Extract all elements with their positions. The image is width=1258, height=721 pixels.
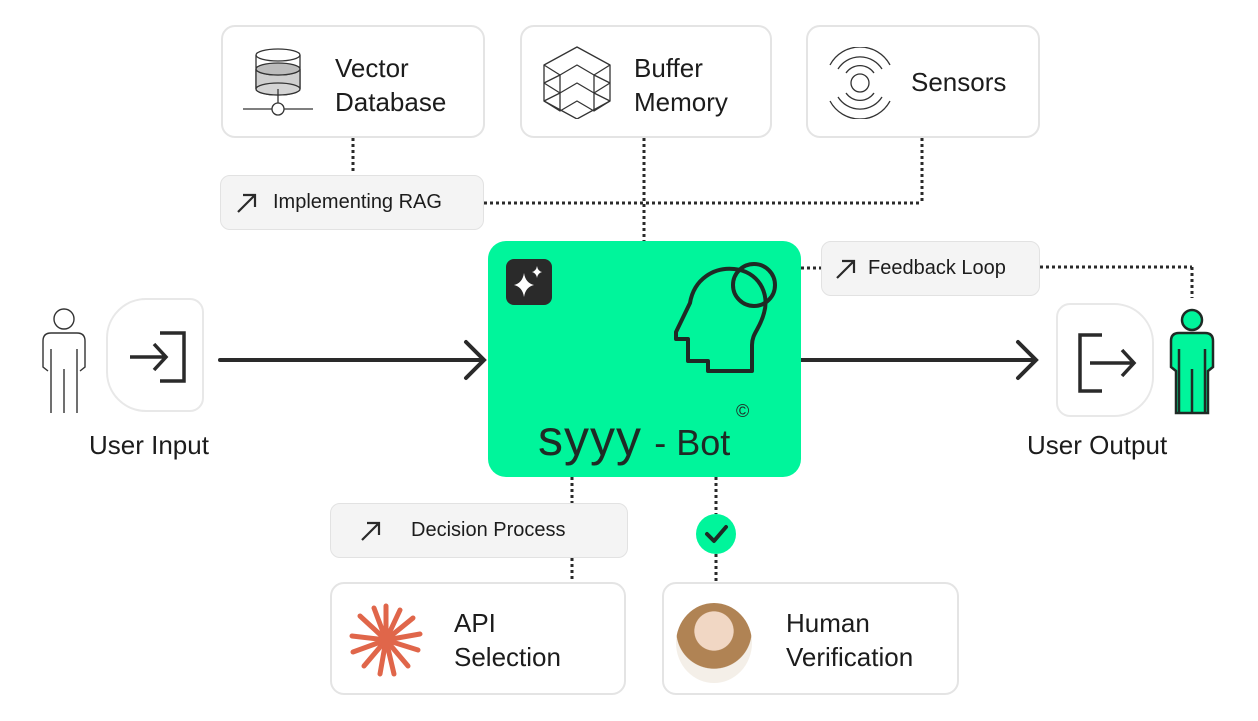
verified-badge xyxy=(696,514,736,554)
arrow-up-right-icon xyxy=(237,193,257,213)
human-verification-label: Human Verification xyxy=(786,608,914,672)
api-selection-label: API Selection xyxy=(454,608,561,672)
starburst-icon xyxy=(349,603,423,677)
vector-database-label: Vector Database xyxy=(335,53,447,117)
bot-title: syyy - Bot xyxy=(538,409,730,467)
decision-process-label: Decision Process xyxy=(411,519,566,541)
feedback-loop-label: Feedback Loop xyxy=(868,257,1006,279)
bot-brand: syyy xyxy=(538,410,642,466)
implementing-rag-label: Implementing RAG xyxy=(273,191,442,213)
arrow-up-right-icon xyxy=(361,521,381,541)
checkmark-icon xyxy=(705,525,728,543)
arrow-input-head xyxy=(464,340,487,380)
copyright-mark: © xyxy=(736,401,750,421)
arrow-up-right-icon xyxy=(836,259,856,279)
arrow-output-head xyxy=(1016,340,1039,380)
signal-waves-icon xyxy=(829,47,891,119)
database-icon xyxy=(243,48,313,116)
head-with-circle-icon xyxy=(674,262,777,373)
node-sensors[interactable]: Sensors xyxy=(806,25,1040,138)
edge-label-feedback-loop[interactable]: Feedback Loop xyxy=(821,241,1040,296)
sparkles-icon xyxy=(514,266,542,297)
bot-node[interactable]: syyy - Bot © xyxy=(488,241,801,477)
node-vector-database[interactable]: Vector Database xyxy=(221,25,485,138)
edge-label-implementing-rag[interactable]: Implementing RAG xyxy=(220,175,484,230)
sensors-label: Sensors xyxy=(911,67,1007,97)
user-input-label: User Input xyxy=(89,430,209,460)
bot-suffix: - Bot xyxy=(654,422,731,463)
node-api-selection[interactable]: API Selection xyxy=(330,582,626,695)
node-buffer-memory[interactable]: Buffer Memory xyxy=(520,25,772,138)
reviewer-avatar xyxy=(676,603,752,683)
logout-box[interactable] xyxy=(1056,303,1154,417)
user-output-label: User Output xyxy=(1027,430,1168,460)
buffer-memory-label: Buffer Memory xyxy=(634,53,728,117)
sparkles-badge xyxy=(506,259,552,305)
isometric-blocks-icon xyxy=(543,46,611,119)
person-filled-icon xyxy=(1169,308,1215,415)
person-outline-icon xyxy=(42,308,86,413)
login-box[interactable] xyxy=(106,298,204,412)
edge-label-decision-process[interactable]: Decision Process xyxy=(330,503,628,558)
logout-icon xyxy=(1078,333,1137,393)
login-icon xyxy=(130,331,186,383)
